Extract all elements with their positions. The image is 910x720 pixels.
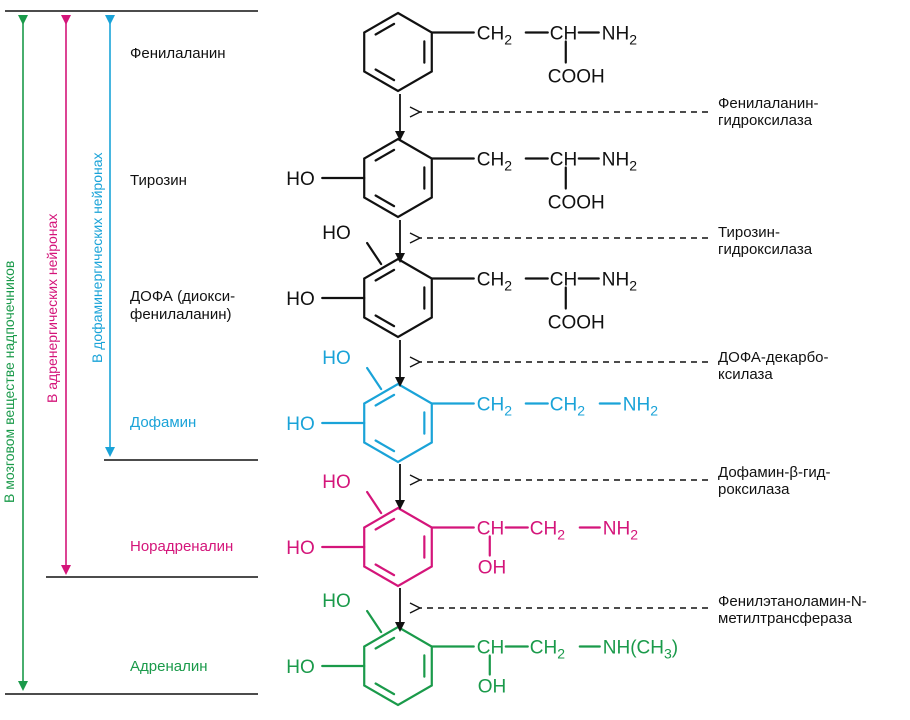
benzene-ring — [363, 137, 433, 219]
range-label-adrenergic: В адренергических нейронах — [44, 213, 60, 403]
double-bond — [374, 194, 396, 208]
ho-group: HO — [322, 591, 351, 612]
ch-group: CH — [477, 638, 504, 659]
double-bond — [374, 517, 396, 531]
double-bond — [374, 563, 396, 577]
ho-group: HO — [286, 414, 315, 435]
molecule-adrenaline: CH CH2 NH(CH3) OH HO HO — [286, 591, 678, 707]
nh2-group: NH2 — [602, 270, 637, 294]
nh2-group: NH2 — [602, 24, 637, 48]
compound-name-dopamine: Дофамин — [130, 414, 197, 431]
enzyme-pnmt: Фенилэтаноламин-N- метилтрансфераза — [718, 593, 867, 627]
ch2-group: CH2 — [477, 270, 512, 294]
compound-name-tyrosine: Тирозин — [130, 172, 187, 189]
nh2-group: NH2 — [623, 395, 658, 419]
double-bond — [374, 68, 396, 82]
benzene-ring — [363, 257, 433, 339]
double-bond — [374, 682, 396, 696]
enzyme-phenylalanine-hydroxylase: Фенилаланин- гидроксилаза — [718, 95, 819, 129]
ch-group: CH — [550, 270, 577, 291]
ho-group: HO — [322, 223, 351, 244]
cooh-group: COOH — [548, 193, 605, 214]
ho-group: HO — [286, 289, 315, 310]
compound-name-phenylalanine: Фенилаланин — [130, 45, 226, 62]
cooh-group: COOH — [548, 313, 605, 334]
oh-group: OH — [478, 677, 507, 698]
ch-group: CH — [550, 150, 577, 171]
enzyme-dopamine-beta-hydroxylase: Дофамин-β-гид- роксилаза — [718, 464, 831, 498]
hydroxyl-bond — [366, 609, 383, 634]
range-label-adrenal: В мозговом веществе надпочечников — [1, 260, 17, 503]
cooh-group: COOH — [548, 67, 605, 88]
double-bond — [374, 393, 396, 407]
ho-group: HO — [286, 657, 315, 678]
ch2-group: CH2 — [530, 638, 565, 662]
ho-group: HO — [286, 538, 315, 559]
hydroxyl-bond — [366, 366, 383, 391]
double-bond — [374, 268, 396, 282]
double-bond — [374, 314, 396, 328]
benzene-ring — [363, 382, 433, 464]
benzene-ring — [363, 506, 433, 588]
oh-group: OH — [478, 558, 507, 579]
benzene-ring — [363, 11, 433, 93]
ch2-group: CH2 — [550, 395, 585, 419]
reaction-arrows-group — [395, 94, 708, 632]
benzene-ring — [363, 625, 433, 707]
ch2-group: CH2 — [477, 24, 512, 48]
ch-group: CH — [477, 519, 504, 540]
ch2-group: CH2 — [530, 519, 565, 543]
ho-group: HO — [286, 169, 315, 190]
hydroxyl-bond — [366, 241, 383, 266]
hydroxyl-bond — [366, 490, 383, 515]
enzyme-dopa-decarboxylase: ДОФА-декарбо- ксилаза — [718, 349, 829, 383]
double-bond — [374, 636, 396, 650]
range-label-dopaminergic: В дофаминергических нейронах — [89, 152, 105, 363]
compound-name-adrenaline: Адреналин — [130, 658, 208, 675]
compound-name-dopa: ДОФА (диокси- фенилаланин) — [130, 288, 236, 323]
double-bond — [374, 148, 396, 162]
ch2-group: CH2 — [477, 395, 512, 419]
nh-methyl-group: NH(CH3) — [603, 638, 678, 662]
ch-group: CH — [550, 24, 577, 45]
nh2-group: NH2 — [603, 519, 638, 543]
double-bond — [374, 439, 396, 453]
ho-group: HO — [322, 348, 351, 369]
double-bond — [374, 22, 396, 36]
ho-group: HO — [322, 472, 351, 493]
enzyme-tyrosine-hydroxylase: Тирозин- гидроксилаза — [718, 224, 813, 258]
ch2-group: CH2 — [477, 150, 512, 174]
nh2-group: NH2 — [602, 150, 637, 174]
compound-name-noradrenaline: Норадреналин — [130, 538, 234, 555]
